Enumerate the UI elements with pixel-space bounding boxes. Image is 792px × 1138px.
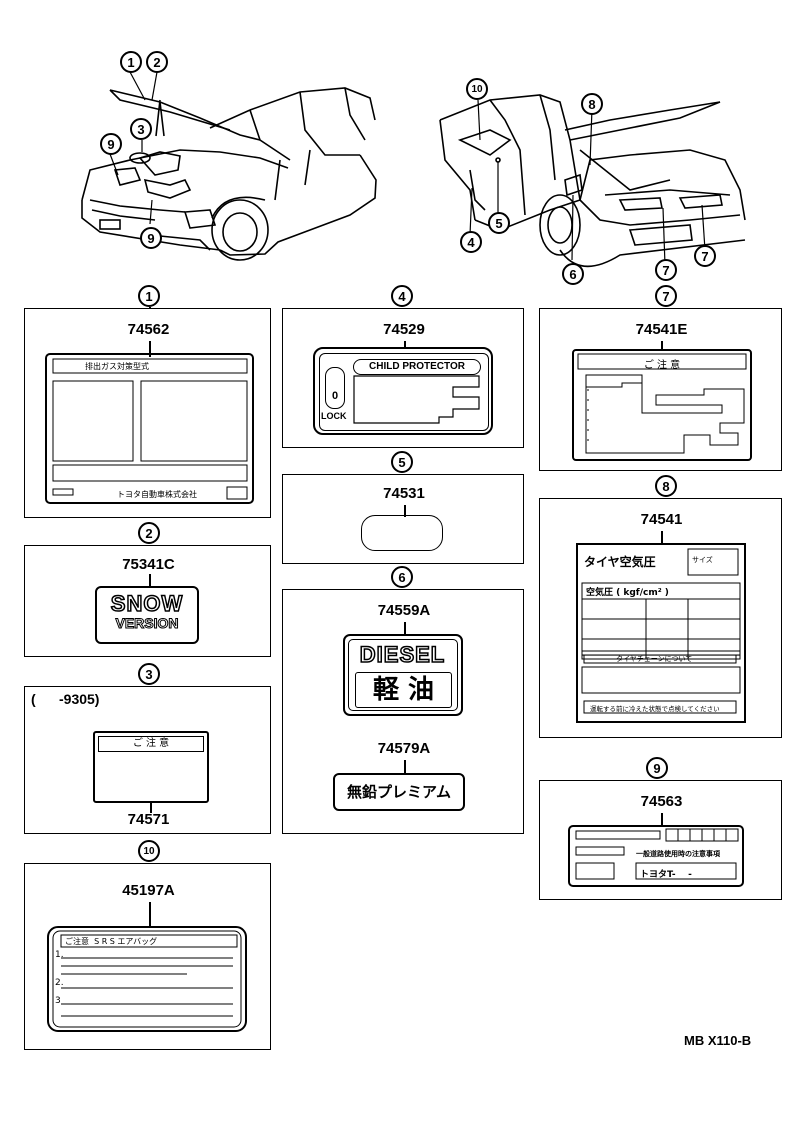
- diesel-text: DIESEL: [359, 641, 446, 668]
- tire-pressure-label: [576, 543, 746, 723]
- label-panel-4: 74529 CHILD PROTECTOR 0 LOCK: [282, 308, 524, 448]
- callout-1: 1: [138, 285, 160, 307]
- tire-check-note: 運転する前に冷えた状態で点検してください: [590, 705, 720, 713]
- vehicle-id-label: [568, 825, 744, 887]
- leader-74571: [150, 803, 152, 813]
- front-car-illustration: [81, 71, 377, 261]
- part-number-74541E: 74541E: [635, 321, 688, 338]
- srs-header-text: ご注意 S R S エアバッグ: [65, 937, 158, 946]
- keiyu-text: 軽 油: [355, 672, 452, 708]
- front-callout-9a: 9: [100, 133, 122, 155]
- rear-callout-4: 4: [460, 231, 482, 253]
- tire-chain-note: タイヤチェーンについて: [616, 655, 693, 663]
- caution-sticker-small: ご 注 意: [93, 731, 209, 803]
- child-protector-label: CHILD PROTECTOR 0 LOCK: [313, 347, 493, 435]
- tire-pressure-title: タイヤ空気圧: [584, 555, 656, 569]
- part-number-74579A: 74579A: [377, 740, 431, 757]
- callout-2: 2: [138, 522, 160, 544]
- callout-4: 4: [391, 285, 413, 307]
- leader-45197A: [149, 902, 151, 926]
- callout-9: 9: [646, 757, 668, 779]
- snow-text: SNOW: [110, 590, 184, 617]
- emission-label: [45, 353, 254, 504]
- label-panel-9: 74563 一般道路使用時の注意事項 トヨタT- -: [539, 780, 782, 900]
- child-protector-panel: [353, 375, 480, 424]
- leader-74559A: [404, 622, 406, 636]
- callout-3: 3: [138, 663, 160, 685]
- label-panel-3: ( -9305) ご 注 意 74571: [24, 686, 271, 834]
- rear-car-illustration: [439, 94, 746, 268]
- callout-7: 7: [655, 285, 677, 307]
- leader-74541: [661, 531, 663, 543]
- front-callout-2: 2: [146, 51, 168, 73]
- part-number-75341C: 75341C: [122, 556, 175, 573]
- leader-74579A: [404, 760, 406, 774]
- part-number-74571: 74571: [127, 811, 170, 828]
- label-panel-10: 45197A ご注意 S R S エアバッグ 1. 2. 3: [24, 863, 271, 1050]
- callout-6: 6: [391, 566, 413, 588]
- label-panel-6: 74559A DIESEL 軽 油 74579A 無鉛プレミアム: [282, 589, 524, 834]
- srs-airbag-label: [47, 926, 247, 1032]
- lock-knob: 0: [325, 367, 345, 409]
- snow-version-badge: SNOW VERSION: [95, 586, 199, 644]
- rear-callout-6: 6: [562, 263, 584, 285]
- child-protector-inner: [319, 353, 489, 431]
- srs-item-3: 3: [55, 996, 61, 1006]
- vehicle-id-mid-text: 一般道路使用時の注意事項: [636, 850, 720, 858]
- vehicle-id-maker: トヨタT- -: [640, 870, 692, 880]
- label-panel-7: 74541E ご 注 意: [539, 308, 782, 471]
- leader-74529: [404, 341, 406, 349]
- rear-callout-5: 5: [488, 212, 510, 234]
- part-number-74563: 74563: [640, 793, 683, 810]
- caution-header-small: ご 注 意: [98, 736, 204, 752]
- part-number-74529: 74529: [383, 321, 425, 338]
- emission-footer-text: トヨタ自動車株式会社: [117, 490, 197, 499]
- callout-8: 8: [655, 475, 677, 497]
- label-panel-1: 74562 排出ガス対策型式 トヨタ自動車株式会社: [24, 308, 271, 518]
- front-callout-1: 1: [120, 51, 142, 73]
- version-text: VERSION: [115, 615, 179, 632]
- tire-size-legend: サイズ: [692, 556, 713, 564]
- front-callout-3: 3: [130, 118, 152, 140]
- part-number-74559A: 74559A: [377, 602, 431, 619]
- srs-item-1: 1.: [55, 950, 64, 960]
- front-callout-9b: 9: [140, 227, 162, 249]
- diesel-inner: [348, 639, 458, 711]
- leader-75341C: [149, 574, 151, 586]
- label-panel-5: 74531: [282, 474, 524, 564]
- srs-item-2: 2.: [55, 978, 64, 988]
- leader-74531: [404, 505, 406, 517]
- lock-text: LOCK: [321, 411, 347, 421]
- emission-header-text: 排出ガス対策型式: [85, 362, 149, 371]
- callout-10: 10: [138, 840, 160, 862]
- knob-digit: 0: [331, 390, 339, 402]
- diagram-code: MB X110-B: [684, 1033, 752, 1048]
- caution-header-7: ご 注 意: [643, 360, 681, 371]
- leader-74562: [149, 341, 151, 357]
- label-panel-2: 75341C SNOW VERSION: [24, 545, 271, 657]
- rear-callout-7b: 7: [694, 245, 716, 267]
- leader-1: [149, 307, 151, 308]
- rear-callout-7a: 7: [655, 259, 677, 281]
- date-range: ( -9305): [31, 691, 100, 707]
- part-number-74541: 74541: [640, 511, 683, 528]
- diesel-label: DIESEL 軽 油: [343, 634, 463, 716]
- blank-oval-label: [361, 515, 443, 551]
- rear-callout-10: 10: [466, 78, 488, 100]
- callout-5: 5: [391, 451, 413, 473]
- tire-pressure-sub: 空気圧 ( kgf/cm² ): [586, 588, 669, 598]
- leader-74541E: [661, 341, 663, 351]
- caution-label-7: [572, 349, 752, 461]
- child-protector-title: CHILD PROTECTOR: [353, 359, 481, 375]
- label-panel-8: 74541 タイヤ空気圧 サイズ 空気圧 ( kgf/cm² ) タイヤチェーン…: [539, 498, 782, 738]
- part-number-74531: 74531: [383, 485, 425, 502]
- premium-label: 無鉛プレミアム: [333, 773, 465, 811]
- part-number-45197A: 45197A: [122, 882, 175, 899]
- part-number-74562: 74562: [127, 321, 170, 338]
- leader-74563: [661, 813, 663, 825]
- rear-callout-8: 8: [581, 93, 603, 115]
